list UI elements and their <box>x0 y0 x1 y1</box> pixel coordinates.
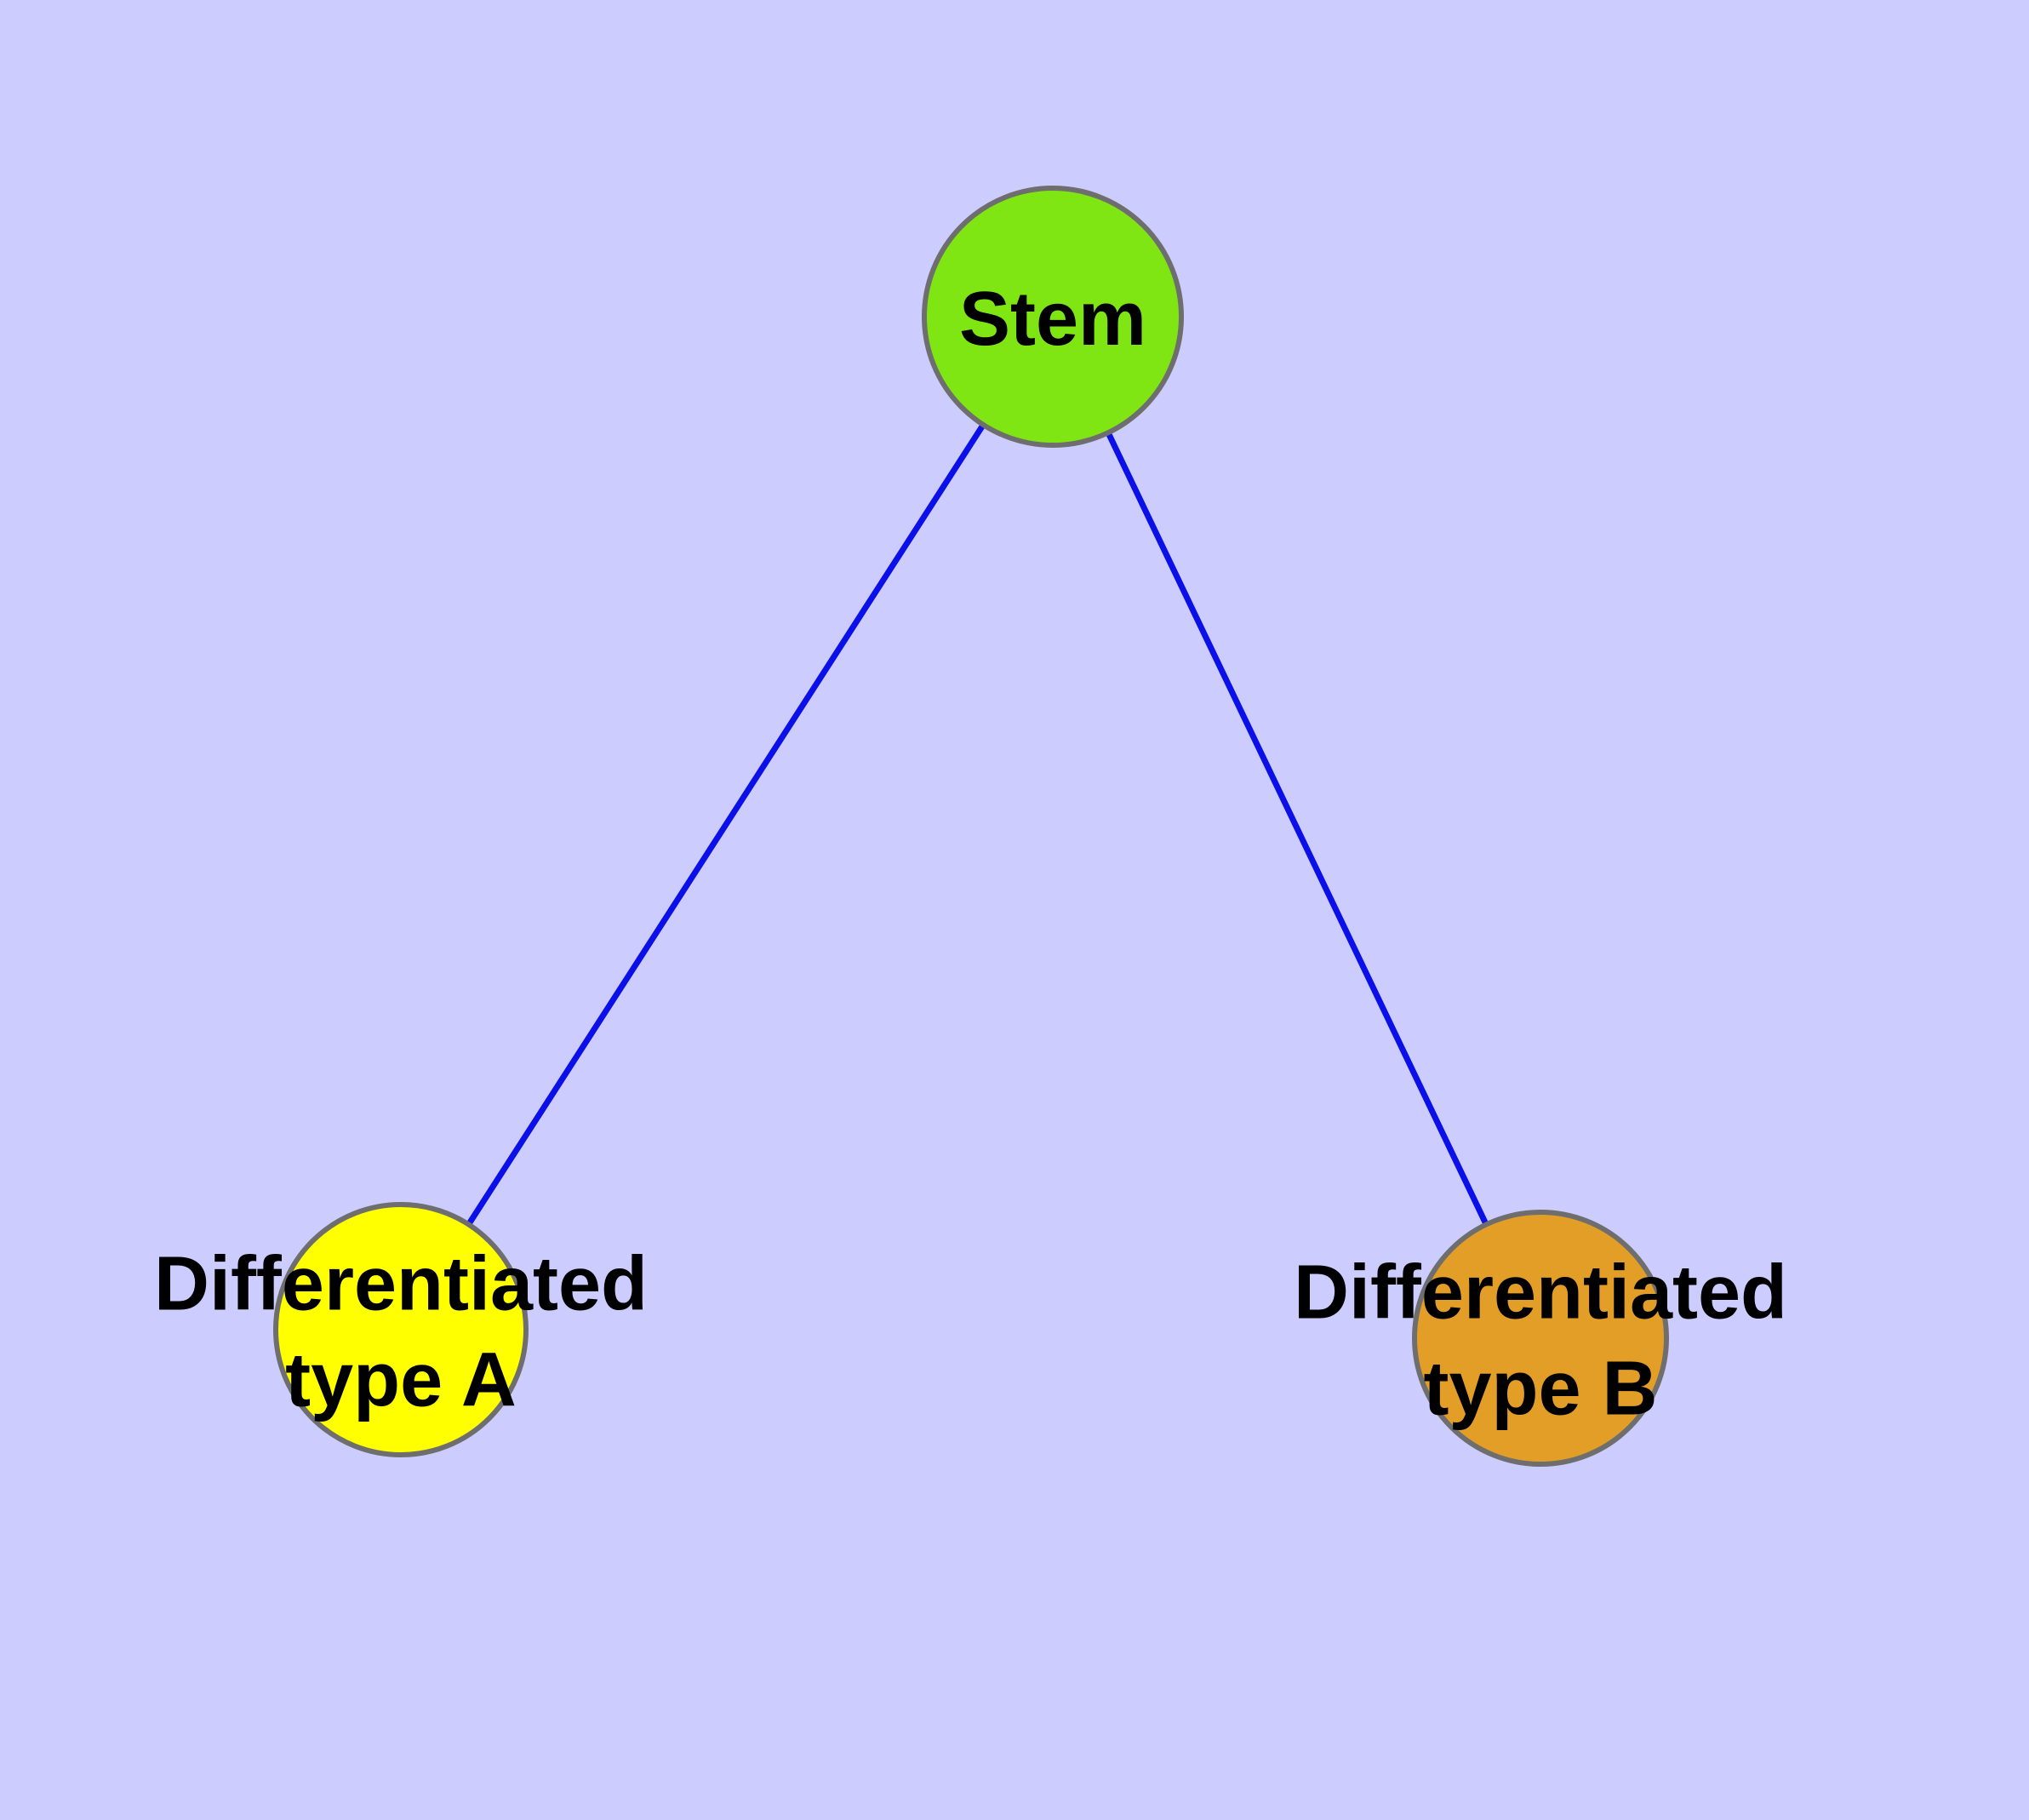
node-stem[interactable] <box>922 186 1184 448</box>
node-differentiated-type-b[interactable] <box>1412 1210 1669 1467</box>
node-label-stem: Stem <box>959 277 1146 362</box>
edge-stem-to-differentiated-type-b <box>1049 315 1544 1340</box>
edge-stem-to-differentiated-type-a <box>398 315 1055 1331</box>
node-differentiated-type-a[interactable] <box>273 1202 529 1457</box>
edge-layer <box>398 315 1544 1340</box>
node-layer <box>273 186 1669 1467</box>
